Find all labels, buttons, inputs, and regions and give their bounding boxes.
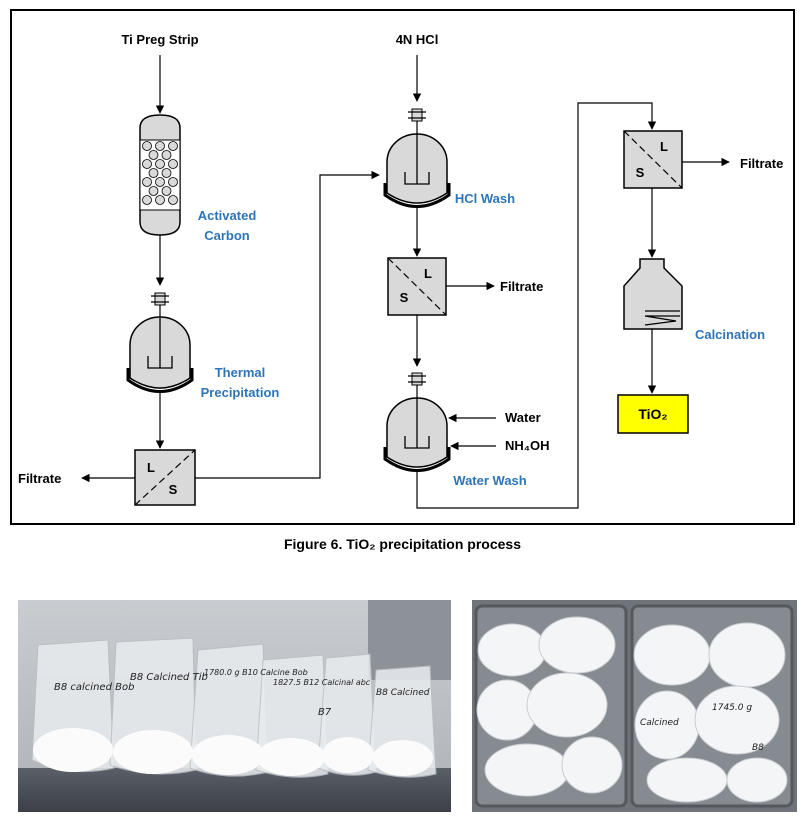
svg-text:L: L	[147, 460, 155, 475]
input-water: Water	[505, 410, 541, 425]
output-filtrate-2: Filtrate	[500, 279, 543, 294]
thermal-precipitation-reactor	[126, 292, 194, 393]
svg-text:S: S	[169, 482, 178, 497]
bin-bag-label-1: Calcined	[640, 718, 679, 728]
label-water-wash: Water Wash	[453, 473, 526, 488]
hcl-wash-reactor	[383, 108, 451, 208]
bag-label-1: B8 calcined Bob	[54, 682, 134, 693]
bag-label-3: 1780.0 g B10 Calcine Bob	[204, 668, 308, 677]
label-thermal: Thermal	[215, 365, 266, 380]
separator-1: L S	[134, 449, 196, 506]
bag-label-5: B8 Calcined	[376, 688, 430, 698]
label-activated: Activated	[198, 208, 257, 223]
calcination-kiln	[623, 258, 683, 330]
label-precipitation: Precipitation	[201, 385, 280, 400]
water-wash-reactor	[383, 372, 451, 472]
separator-2: L S	[387, 257, 447, 316]
svg-text:L: L	[424, 266, 432, 281]
photo-left-bags-on-table: B8 calcined Bob B8 Calcined Tib 1780.0 g…	[18, 600, 451, 812]
bag-label-6: B7	[318, 707, 332, 718]
process-flow-diagram: Ti Preg Strip Activated Carbon Thermal P…	[10, 9, 795, 525]
figure-caption: Figure 6. TiO₂ precipitation process	[283, 536, 521, 552]
svg-text:L: L	[660, 139, 668, 154]
product-tio2-box: TiO₂	[617, 394, 689, 434]
input-4n-hcl: 4N HCl	[396, 32, 439, 47]
output-filtrate-3: Filtrate	[740, 156, 783, 171]
product-tio2-label: TiO₂	[638, 406, 667, 422]
input-ti-preg-strip: Ti Preg Strip	[121, 32, 198, 47]
bag-label-2: B8 Calcined Tib	[130, 672, 208, 683]
label-calcination: Calcination	[695, 327, 765, 342]
separator-3: L S	[623, 130, 683, 189]
svg-text:S: S	[636, 165, 645, 180]
activated-carbon-column	[139, 114, 181, 236]
bin-bag-label-2: 1745.0 g	[712, 703, 752, 713]
svg-text:S: S	[400, 290, 409, 305]
bag-label-4: 1827.5 B12 Calcinal abc	[273, 678, 371, 687]
input-nh4oh: NH₄OH	[505, 438, 549, 453]
label-hcl-wash: HCl Wash	[455, 191, 515, 206]
output-filtrate-1: Filtrate	[18, 471, 61, 486]
photo-right-bags-in-bins: Calcined 1745.0 g B8	[472, 600, 797, 812]
label-carbon: Carbon	[204, 228, 250, 243]
bin-bag-label-3: B8	[752, 743, 764, 753]
